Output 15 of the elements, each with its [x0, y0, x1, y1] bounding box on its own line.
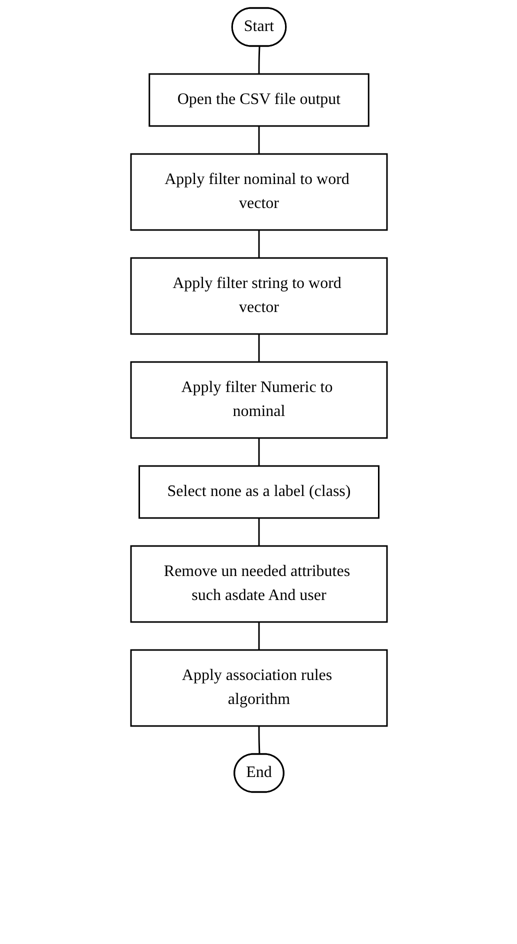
- connector: [258, 230, 260, 258]
- connector: [258, 518, 260, 546]
- connector: [258, 622, 260, 650]
- node-box: Open the CSV file output: [148, 73, 369, 127]
- node-box: Apply filter nominal to word vector: [130, 153, 388, 231]
- node-box: Apply filter string to word vector: [130, 257, 388, 335]
- connector: [258, 438, 260, 466]
- connector: [258, 46, 260, 74]
- connector: [258, 334, 260, 362]
- node-box: Apply filter Numeric to nominal: [130, 361, 388, 439]
- connector: [258, 126, 260, 154]
- node-box: Apply association rules algorithm: [130, 649, 388, 727]
- node-box: Select none as a label (class): [138, 465, 379, 519]
- node-box: Remove un needed attributes such asdate And user: [130, 545, 388, 623]
- connector: [258, 726, 260, 755]
